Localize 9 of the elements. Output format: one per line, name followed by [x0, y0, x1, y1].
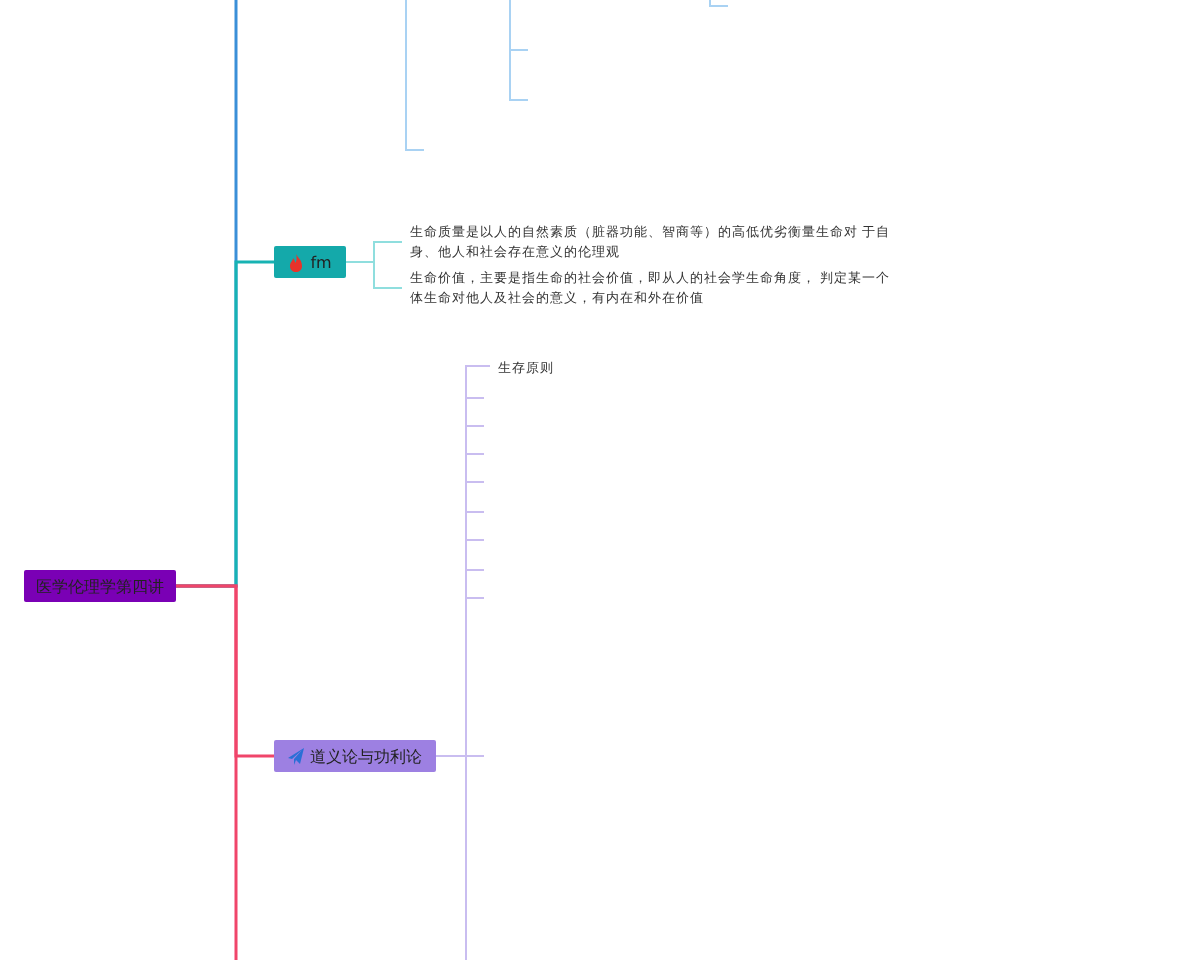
branch-line: [345, 261, 403, 289]
topic-label: fm: [310, 253, 332, 271]
topic-box: [274, 740, 436, 772]
topic-label: 医学伦理学第四讲: [36, 575, 164, 597]
root-topic-box: [24, 570, 176, 602]
topic-label: 道义论与功利论: [310, 745, 422, 767]
branch-line: [176, 584, 238, 960]
topic-box: [274, 246, 346, 278]
branch-line: [435, 365, 491, 757]
